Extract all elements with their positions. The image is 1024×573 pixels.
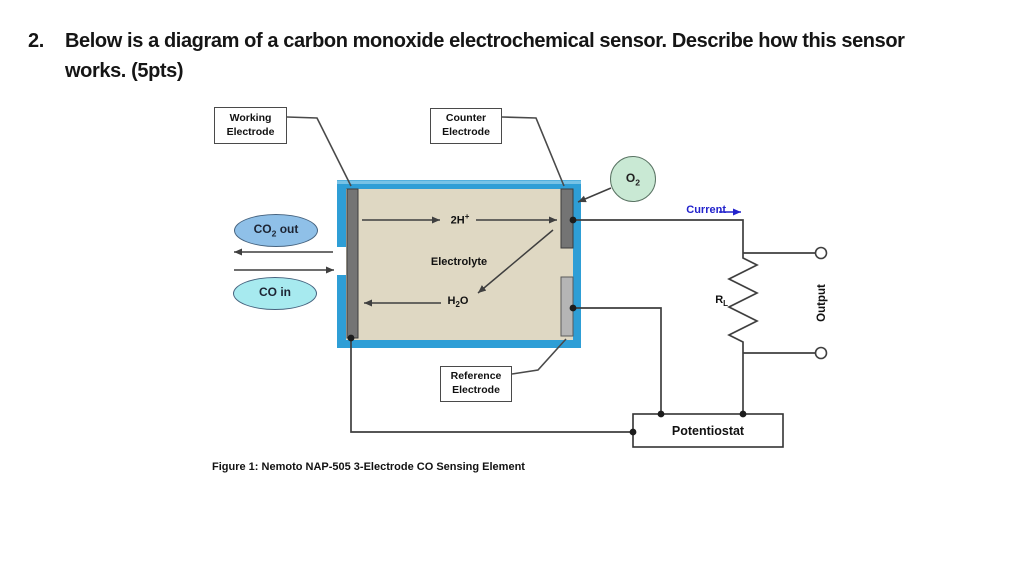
junction-dot	[347, 334, 355, 342]
working-electrode-leader	[286, 116, 352, 187]
potentiostat-label: Potentiostat	[671, 423, 745, 438]
counter-electrode-leader	[501, 116, 565, 187]
h-plus-label: 2H+	[450, 212, 470, 227]
counter-to-h2o-arrow	[477, 229, 554, 294]
working-electrode-label-line1: Working	[229, 111, 272, 124]
reference-electrode-label: Reference Electrode	[440, 366, 512, 402]
figure-caption: Figure 1: Nemoto NAP-505 3-Electrode CO …	[212, 461, 525, 473]
counter-electrode-label: Counter Electrode	[430, 108, 502, 144]
circuit-wires	[350, 219, 816, 433]
reference-electrode-leader	[511, 338, 567, 375]
sensor-housing-highlight	[337, 180, 581, 184]
o2-arrow	[577, 187, 612, 203]
working-wire	[350, 338, 633, 433]
working-electrode-label-line2: Electrode	[226, 125, 275, 138]
h2o-label: H2O	[447, 295, 469, 310]
question-line-1: Below is a diagram of a carbon monoxide …	[65, 30, 905, 52]
potentiostat-box	[632, 413, 784, 448]
co-in-text: CO in	[259, 285, 291, 299]
co-in-oval: CO in	[233, 277, 317, 310]
reference-electrode-label-line2: Electrode	[452, 384, 500, 396]
question: 2. Below is a diagram of a carbon monoxi…	[28, 26, 905, 86]
gas-inlet-gap	[335, 247, 346, 275]
junction-dot	[739, 410, 747, 418]
leader-lines	[286, 116, 567, 375]
reference-electrode-label-line1: Reference	[450, 370, 502, 383]
electrolyte-label: Electrolyte	[430, 256, 488, 268]
counter-electrode-label-line1: Counter	[445, 112, 487, 125]
junction-dots	[347, 216, 747, 436]
o2-text: O2	[625, 171, 641, 188]
o2-circle: O2	[610, 156, 656, 202]
co2-out-text: CO2 out	[253, 222, 299, 239]
question-line-2: works. (5pts)	[65, 60, 184, 82]
working-electrode-label: Working Electrode	[214, 107, 287, 144]
junction-dot	[569, 216, 577, 224]
junction-dot	[657, 410, 665, 418]
counter-electrode-label-line2: Electrode	[442, 126, 490, 138]
output-label: Output	[816, 284, 828, 322]
counter-current-wire	[573, 219, 744, 253]
output-terminal-bottom	[814, 346, 828, 360]
working-electrode-bar	[346, 188, 359, 339]
co2-out-oval: CO2 out	[234, 214, 318, 247]
junction-dot	[569, 304, 577, 312]
question-number: 2.	[28, 30, 44, 52]
output-terminal-top	[814, 246, 828, 260]
load-resistor-symbol	[727, 253, 759, 353]
current-label: Current	[686, 204, 726, 216]
junction-dot	[629, 428, 637, 436]
load-resistor-label: RL	[715, 294, 728, 309]
reaction-arrows	[234, 187, 741, 307]
electrolyte-area	[346, 189, 573, 340]
reference-wire	[573, 307, 662, 414]
